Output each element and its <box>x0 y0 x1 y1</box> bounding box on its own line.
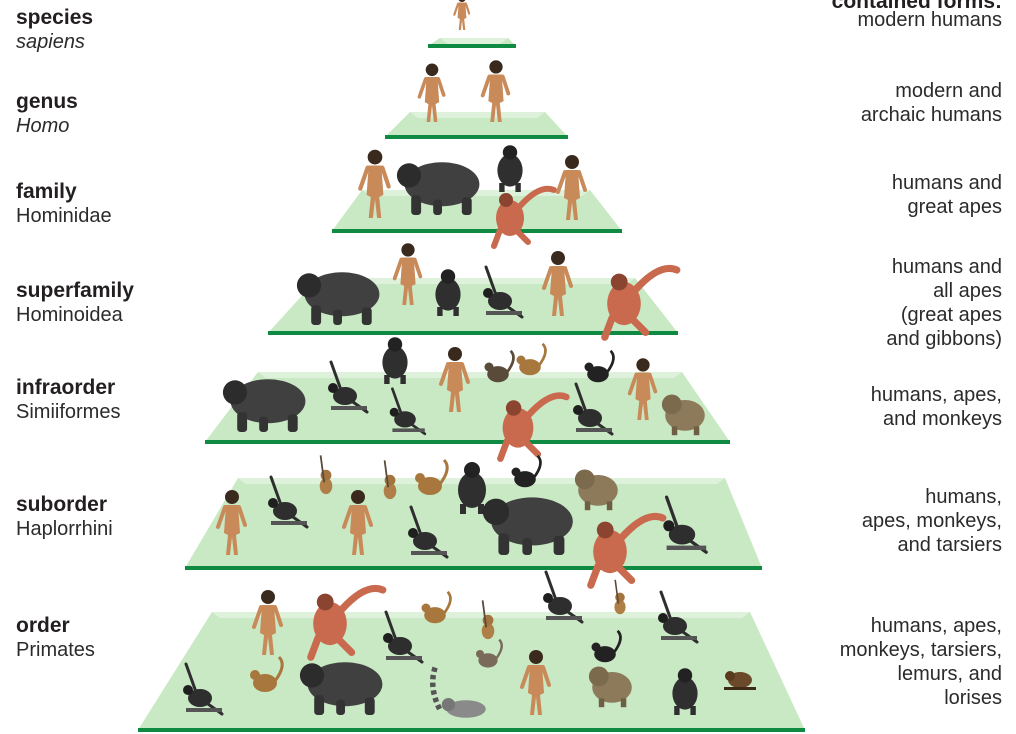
forms-family: humans and great apes <box>892 171 1002 219</box>
rank-name: infraorder <box>16 376 120 400</box>
rank-name: order <box>16 614 95 638</box>
forms-line: humans and <box>886 255 1002 279</box>
rank-genus: genus Homo <box>16 90 78 138</box>
taxon-name: Homo <box>16 114 78 138</box>
chimpanzee-icon <box>458 462 486 514</box>
rank-name: superfamily <box>16 279 134 303</box>
rank-name: species <box>16 6 93 30</box>
forms-genus: modern and archaic humans <box>861 79 1002 127</box>
forms-line: lemurs, and <box>840 662 1002 686</box>
forms-superfamily: humans and all apes (great apes and gibb… <box>886 255 1002 351</box>
rank-infraorder: infraorder Simiiformes <box>16 376 120 424</box>
forms-line: humans and <box>892 171 1002 195</box>
taxon-name: Haplorrhini <box>16 517 113 541</box>
rank-species: species sapiens <box>16 6 93 54</box>
rank-family: family Hominidae <box>16 180 112 228</box>
taxon-name: Simiiformes <box>16 400 120 424</box>
forms-line: archaic humans <box>861 103 1002 127</box>
human-figure-icon <box>454 0 469 30</box>
forms-infraorder: humans, apes, and monkeys <box>871 383 1002 431</box>
taxon-name: sapiens <box>16 30 93 54</box>
rank-name: family <box>16 180 112 204</box>
forms-line: humans, apes, <box>840 614 1002 638</box>
platform-level-1 <box>385 112 568 139</box>
monkey-icon <box>517 344 546 376</box>
forms-line: modern humans <box>857 8 1002 32</box>
forms-line: apes, monkeys, <box>862 509 1002 533</box>
tarsier-icon <box>482 600 495 639</box>
forms-line: and gibbons) <box>886 327 1002 351</box>
chimpanzee-icon <box>497 145 522 192</box>
forms-line: and monkeys <box>871 407 1002 431</box>
forms-suborder: humans, apes, monkeys, and tarsiers <box>862 485 1002 557</box>
chimpanzee-icon <box>382 337 407 384</box>
forms-line: modern and <box>861 79 1002 103</box>
platform-level-0 <box>428 38 516 48</box>
tarsier-icon <box>320 455 333 494</box>
taxon-name: Hominoidea <box>16 303 134 327</box>
forms-order: humans, apes, monkeys, tarsiers, lemurs,… <box>840 614 1002 710</box>
taxon-name: Hominidae <box>16 204 112 228</box>
forms-line: (great apes <box>886 303 1002 327</box>
forms-line: humans, apes, <box>871 383 1002 407</box>
forms-line: all apes <box>886 279 1002 303</box>
rank-suborder: suborder Haplorrhini <box>16 493 113 541</box>
forms-line: humans, <box>862 485 1002 509</box>
forms-line: great apes <box>892 195 1002 219</box>
rank-order: order Primates <box>16 614 95 662</box>
rank-name: genus <box>16 90 78 114</box>
tarsier-icon <box>614 580 625 614</box>
forms-line: and tarsiers <box>862 533 1002 557</box>
rank-superfamily: superfamily Hominoidea <box>16 279 134 327</box>
forms-line: lorises <box>840 686 1002 710</box>
rank-name: suborder <box>16 493 113 517</box>
chimpanzee-icon <box>435 269 460 316</box>
forms-species: modern humans <box>857 8 1002 32</box>
forms-line: monkeys, tarsiers, <box>840 638 1002 662</box>
taxon-name: Primates <box>16 638 95 662</box>
tarsier-icon <box>384 460 397 499</box>
